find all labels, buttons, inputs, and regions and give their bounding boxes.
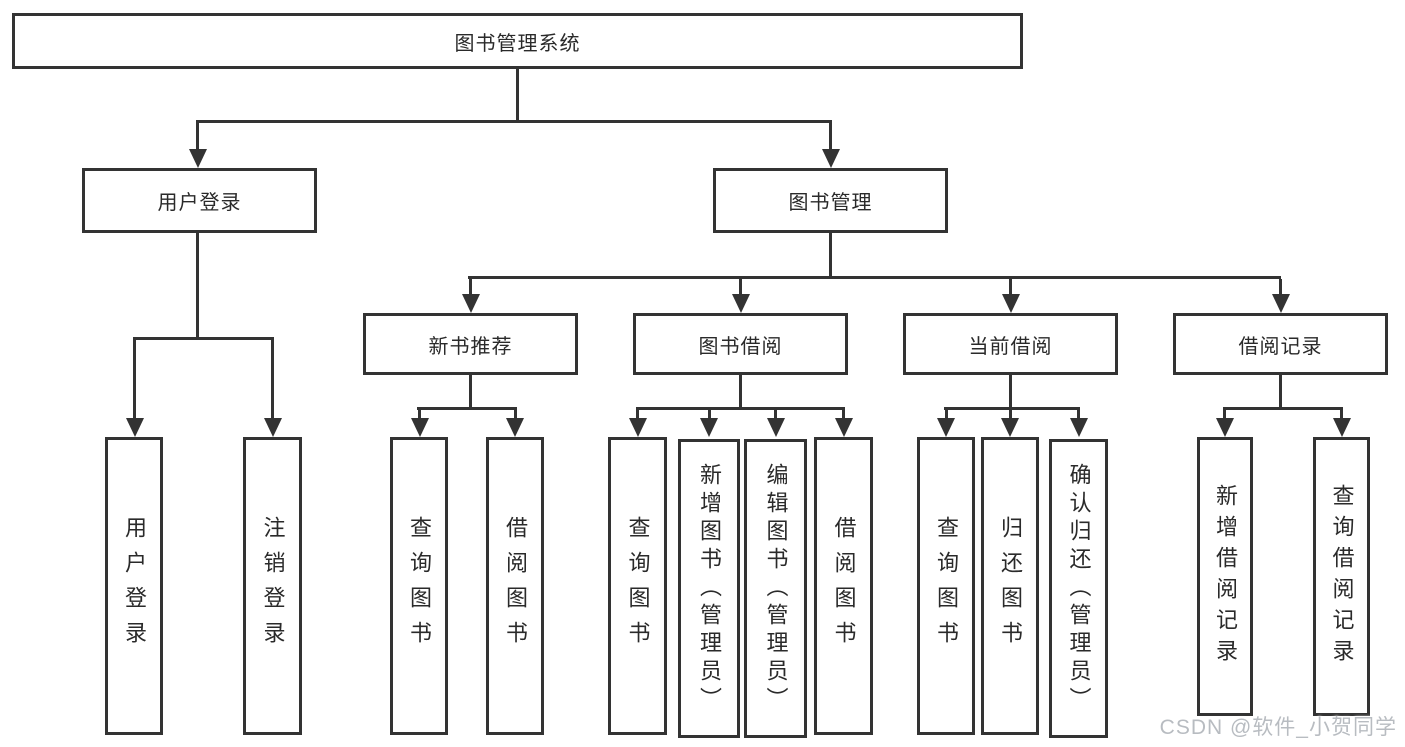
connector-branch-book <box>829 123 832 151</box>
arrow-down-icon <box>732 294 750 313</box>
leaf-return-book: 归还图书 <box>981 437 1039 735</box>
connector-current-rail <box>944 407 1080 410</box>
connector-branch-user <box>196 123 199 151</box>
connector-branch-borrowing <box>739 279 742 296</box>
leaf-label: 归还图书 <box>998 516 1023 656</box>
arrow-down-icon <box>411 418 429 437</box>
connector-user-leaf1 <box>133 340 136 418</box>
node-new-book-recommend: 新书推荐 <box>363 313 578 375</box>
connector-leaf-stub <box>774 410 777 419</box>
connector-branch-records <box>1279 279 1282 296</box>
arrow-down-icon <box>1272 294 1290 313</box>
connector-records-rail <box>1223 407 1343 410</box>
arrow-down-icon <box>1001 418 1019 437</box>
arrow-down-icon <box>629 418 647 437</box>
node-borrowing-records: 借阅记录 <box>1173 313 1388 375</box>
connector-leaf-stub <box>1009 410 1012 419</box>
connector-level3-rail <box>468 276 1281 279</box>
connector-leaf-stub <box>636 410 639 419</box>
leaf-label: 用户登录 <box>122 516 147 656</box>
connector-level2-rail <box>196 120 832 123</box>
leaf-borrow-books-borrowing: 借阅图书 <box>814 437 873 735</box>
arrow-down-icon <box>1070 418 1088 437</box>
node-label: 借阅记录 <box>1238 335 1323 358</box>
node-current-borrowing: 当前借阅 <box>903 313 1118 375</box>
connector-leaf-stub <box>708 410 711 419</box>
leaf-label: 新增借阅记录 <box>1213 483 1238 670</box>
connector-records-trunk <box>1279 375 1282 407</box>
arrow-down-icon <box>506 418 524 437</box>
connector-current-trunk <box>1009 375 1012 407</box>
connector-leaf-stub <box>514 410 517 419</box>
node-label: 用户登录 <box>157 192 242 214</box>
arrow-down-icon <box>126 418 144 437</box>
leaf-edit-book-admin: 编辑图书（管理员） <box>744 439 807 738</box>
node-label: 图书管理系统 <box>454 32 581 55</box>
arrow-down-icon <box>822 149 840 168</box>
leaf-add-book-admin: 新增图书（管理员） <box>678 439 740 738</box>
leaf-label: 借阅图书 <box>503 516 528 656</box>
connector-leaf-stub <box>1223 410 1226 419</box>
connector-leaf-stub <box>842 410 845 419</box>
connector-user-rail <box>133 337 274 340</box>
watermark-text: CSDN @软件_小贺同学 <box>1159 716 1397 739</box>
leaf-confirm-return-admin: 确认归还（管理员） <box>1049 439 1108 738</box>
leaf-query-books-borrowing: 查询图书 <box>608 437 667 735</box>
arrow-down-icon <box>767 418 785 437</box>
connector-leaf-stub <box>945 410 948 419</box>
connector-borrowing-trunk <box>739 375 742 407</box>
connector-leaf-stub <box>1340 410 1343 419</box>
node-library-management-system: 图书管理系统 <box>12 13 1023 69</box>
arrow-down-icon <box>937 418 955 437</box>
node-book-management-branch: 图书管理 <box>713 168 948 233</box>
connector-branch-recommend <box>469 279 472 296</box>
leaf-label: 查询图书 <box>934 516 959 656</box>
connector-leaf-stub <box>418 410 421 419</box>
connector-recommend-rail <box>417 407 517 410</box>
node-book-borrowing: 图书借阅 <box>633 313 848 375</box>
arrow-down-icon <box>1002 294 1020 313</box>
arrow-down-icon <box>189 149 207 168</box>
leaf-label: 确认归还（管理员） <box>1066 462 1092 715</box>
connector-leaf-stub <box>1077 410 1080 419</box>
leaf-query-books-recommend: 查询图书 <box>390 437 448 735</box>
connector-user-trunk <box>196 233 199 337</box>
leaf-label: 编辑图书（管理员） <box>763 462 789 715</box>
leaf-label: 查询借阅记录 <box>1329 483 1355 670</box>
node-label: 图书借阅 <box>698 335 783 358</box>
node-label: 图书管理 <box>788 192 873 214</box>
arrow-down-icon <box>264 418 282 437</box>
node-label: 新书推荐 <box>428 335 513 358</box>
leaf-query-books-current: 查询图书 <box>917 437 975 735</box>
arrow-down-icon <box>700 418 718 437</box>
arrow-down-icon <box>1333 418 1351 437</box>
leaf-label: 借阅图书 <box>831 516 857 656</box>
leaf-logout: 注销登录 <box>243 437 302 735</box>
arrow-down-icon <box>835 418 853 437</box>
connector-branch-current <box>1009 279 1012 296</box>
leaf-add-borrow-record: 新增借阅记录 <box>1197 437 1253 716</box>
node-user-login-branch: 用户登录 <box>82 168 317 233</box>
leaf-label: 新增图书（管理员） <box>697 462 722 715</box>
leaf-label: 注销登录 <box>260 516 286 656</box>
leaf-user-login: 用户登录 <box>105 437 163 735</box>
arrow-down-icon <box>1216 418 1234 437</box>
connector-book-trunk <box>829 233 832 276</box>
node-label: 当前借阅 <box>968 335 1053 358</box>
connector-root-trunk <box>516 69 519 120</box>
leaf-query-borrow-record: 查询借阅记录 <box>1313 437 1370 716</box>
leaf-label: 查询图书 <box>407 516 432 656</box>
connector-borrowing-rail <box>636 407 845 410</box>
arrow-down-icon <box>462 294 480 313</box>
leaf-label: 查询图书 <box>625 516 651 656</box>
leaf-borrow-books-recommend: 借阅图书 <box>486 437 544 735</box>
connector-user-leaf2 <box>271 340 274 418</box>
connector-recommend-trunk <box>469 375 472 407</box>
